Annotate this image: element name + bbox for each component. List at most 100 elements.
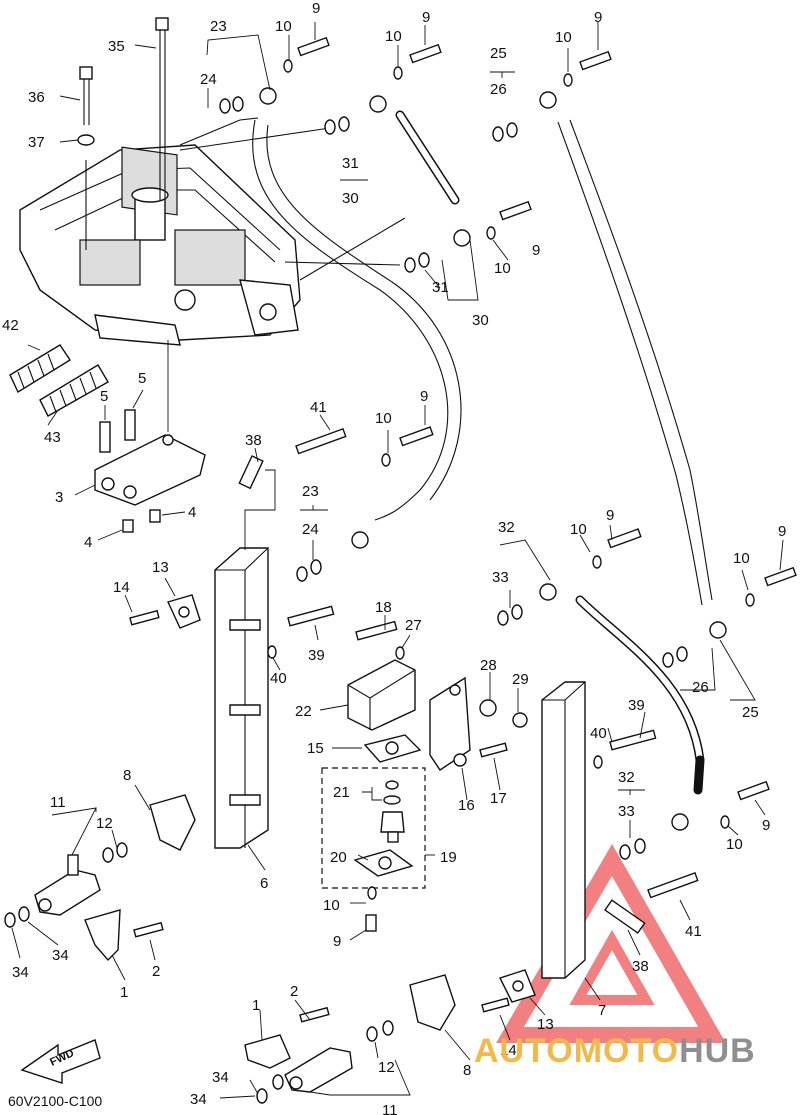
callout-9: 9 [762,817,770,834]
callout-41: 41 [685,923,702,940]
callout-2: 2 [152,963,160,980]
watermark-text-part1: AUTOMOTO [474,1032,680,1070]
callout-40: 40 [590,725,607,742]
callout-23: 23 [302,483,319,500]
callout-9: 9 [606,507,614,524]
callout-10: 10 [275,18,292,35]
clip-1-lower [244,1034,291,1069]
callout-12: 12 [96,815,113,832]
callout-33: 33 [618,803,635,820]
fuel-rail-6 [214,469,276,849]
callout-11: 11 [50,794,66,811]
callout-37: 37 [28,134,45,151]
callout-9: 9 [333,933,341,950]
bracket-3 [94,340,206,533]
callout-30: 30 [342,190,359,207]
callout-9: 9 [532,242,540,259]
callout-25: 25 [742,704,759,721]
callout-32: 32 [618,769,635,786]
callout-36: 36 [28,89,45,106]
callout-14: 14 [113,579,130,596]
callout-26: 26 [490,81,507,98]
bracket-16 [429,676,471,771]
callout-23: 23 [210,18,227,35]
spring-42 [9,344,71,394]
callout-9: 9 [594,9,602,26]
callout-39: 39 [308,647,325,664]
callout-28: 28 [480,657,497,674]
callout-10: 10 [726,836,743,853]
callout-41: 41 [310,399,327,416]
callout-4: 4 [188,504,196,521]
callout-10: 10 [494,260,511,277]
callout-43: 43 [44,429,61,446]
callout-2: 2 [290,983,298,1000]
callout-8: 8 [463,1062,471,1079]
callout-29: 29 [512,671,529,688]
fuel-rail-cover-assembly [19,117,406,346]
callout-22: 22 [295,703,312,720]
callout-26: 26 [692,679,709,696]
callout-17: 17 [490,790,507,807]
callout-18: 18 [375,599,392,616]
bracket-13-upper [167,594,201,629]
gasket-15 [363,734,422,763]
fuel-rail-7 [541,681,586,979]
callout-13: 13 [152,559,169,576]
bolt-36 [79,66,93,250]
callout-9: 9 [422,9,430,26]
callout-9: 9 [778,523,786,540]
watermark-text: AUTOMOTOHUB [474,1032,756,1071]
callout-10: 10 [555,29,572,46]
callout-38: 38 [632,958,649,975]
bracket-13-lower [499,969,536,1003]
fuel-hoses [252,110,713,795]
holder-8-lower [409,974,456,1031]
callout-40: 40 [270,670,287,687]
callout-31: 31 [432,279,449,296]
callout-20: 20 [330,849,347,866]
callout-1: 1 [252,997,260,1014]
spring-43 [39,364,109,417]
holder-8-upper [149,794,196,851]
fwd-arrow-icon: FWD [20,1039,101,1084]
injector-11-upper [34,854,101,916]
callout-6: 6 [260,875,268,892]
callout-14: 14 [500,1042,517,1059]
callout-5: 5 [138,370,146,387]
callout-42: 42 [2,317,19,334]
callout-15: 15 [307,740,324,757]
regulator-22 [347,659,416,731]
callout-13: 13 [537,1016,554,1033]
callout-19: 19 [440,849,457,866]
callout-32: 32 [498,519,515,536]
figure-code: 60V2100-C100 [8,1093,103,1109]
callout-9: 9 [420,388,428,405]
callout-10: 10 [733,550,750,567]
callout-11: 11 [382,1102,398,1115]
callout-10: 10 [323,897,340,914]
callout-10: 10 [375,410,392,427]
callout-10: 10 [385,28,402,45]
callout-38: 38 [245,432,262,449]
callout-31: 31 [342,155,359,172]
valve-assembly-19 [321,767,426,889]
callout-21: 21 [333,784,350,801]
callout-1: 1 [120,984,128,1001]
washer-37 [77,134,95,146]
callout-34: 34 [52,947,69,964]
callout-12: 12 [378,1059,395,1076]
callout-34: 34 [12,964,29,981]
callout-34: 34 [190,1091,207,1108]
small-hardware [4,36,797,1104]
fitting-joints [259,87,727,831]
callout-30: 30 [472,312,489,329]
callout-27: 27 [405,617,422,634]
callout-7: 7 [598,1002,606,1019]
callout-39: 39 [628,697,645,714]
callout-10: 10 [570,521,587,538]
callout-35: 35 [108,38,125,55]
callout-4: 4 [84,534,92,551]
